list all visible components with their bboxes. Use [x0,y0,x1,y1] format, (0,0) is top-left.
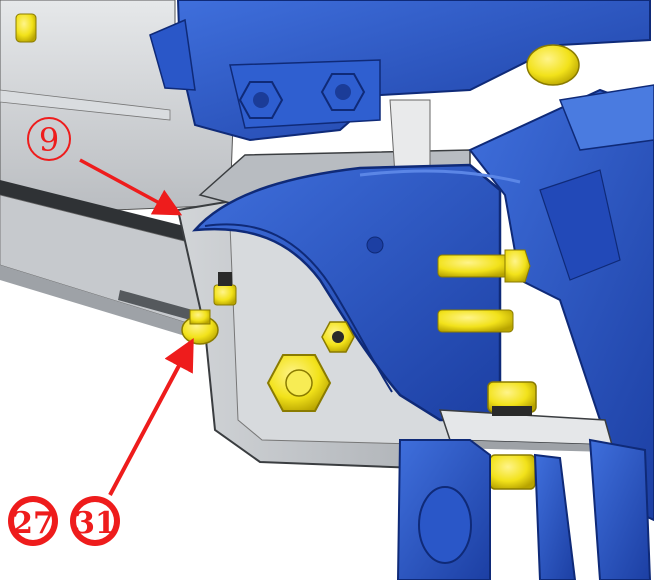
arrow-icon [79,158,183,216]
nut-icon [321,321,355,353]
bolt-icon [437,309,514,333]
callout-label-31: 31 [74,506,116,541]
lower-blue-leg [396,438,652,580]
bolt-icon [526,44,580,86]
frame-rail [0,0,265,345]
nut-icon [181,309,219,345]
callout-9: 9 [27,117,183,216]
curved-blue-gusset [191,163,521,422]
bolt-icon [437,249,531,283]
bolt-icon [15,13,37,43]
right-blue-bracket [468,84,654,522]
arrow-icon [108,337,194,496]
callout-label-27: 27 [12,506,54,541]
nut-icon [487,381,537,416]
nut-icon [320,73,366,111]
callout-31: 31 [70,337,194,546]
nut-icon [238,81,284,119]
callout-27: 27 [8,496,58,546]
callout-label-9: 9 [39,121,59,159]
bolt-icon [213,272,237,306]
nut-icon [489,454,536,490]
nut-icon [266,354,332,412]
bottom-plate [438,409,613,452]
